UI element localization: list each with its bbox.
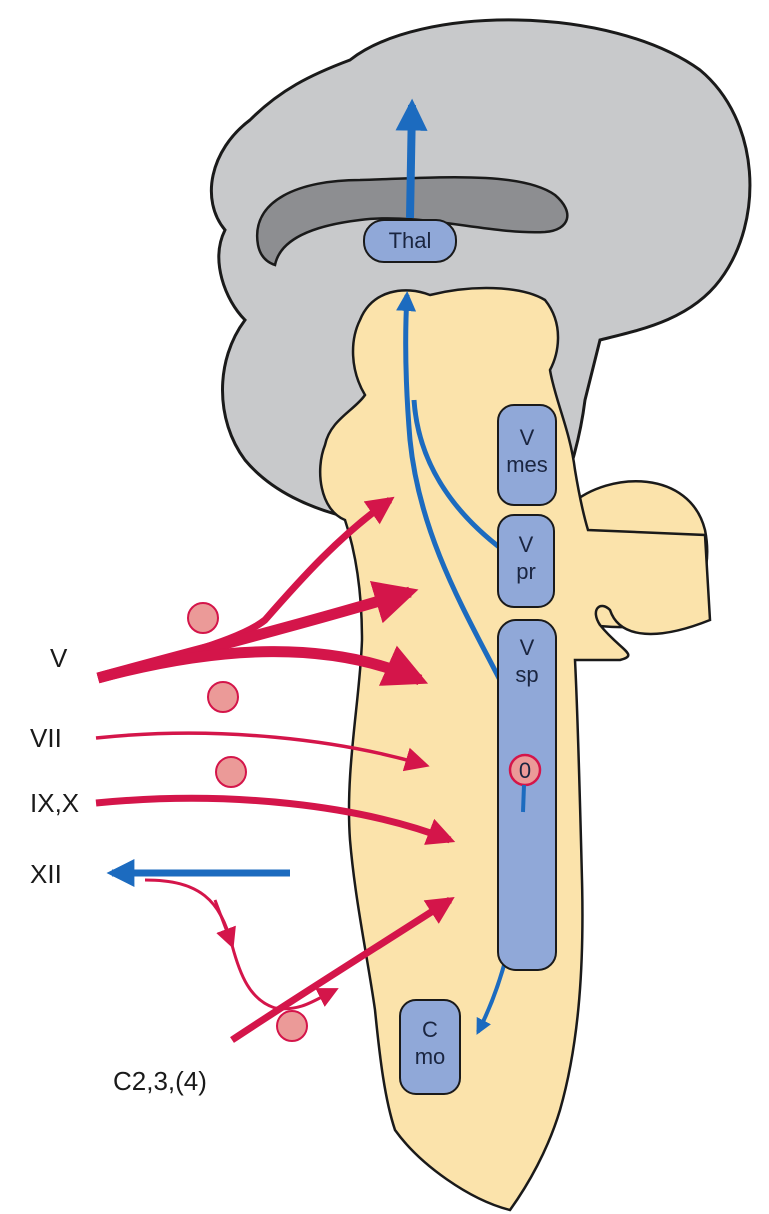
nerve-label-v: V [50, 643, 68, 673]
nerve-label-xii: XII [30, 859, 62, 889]
v-pr-label-2: pr [516, 559, 536, 584]
v-sp-label-1: V [520, 635, 535, 660]
nerve-label-vii: VII [30, 723, 62, 753]
ganglion-v [188, 603, 218, 633]
v-mes-label-1: V [520, 425, 535, 450]
v-mes-label-2: mes [506, 452, 548, 477]
zero-label: 0 [519, 758, 531, 783]
c-mo-label-2: mo [415, 1044, 446, 1069]
v-sp-label-2: sp [515, 662, 538, 687]
afferent-xii-loop-arrow [215, 900, 232, 945]
nerve-label-ix-x: IX,X [30, 788, 79, 818]
thalamus-label: Thal [389, 228, 432, 253]
v-pr-label-1: V [519, 532, 534, 557]
ganglion-cervical [277, 1011, 307, 1041]
cervical-label: C2,3,(4) [113, 1066, 207, 1096]
c-mo-label-1: C [422, 1017, 438, 1042]
ganglion-ix-x [216, 757, 246, 787]
ganglion-vii [208, 682, 238, 712]
descending-pathway-cmo-start [523, 785, 524, 812]
ascending-pathway-thalamus-cortex [410, 105, 412, 218]
